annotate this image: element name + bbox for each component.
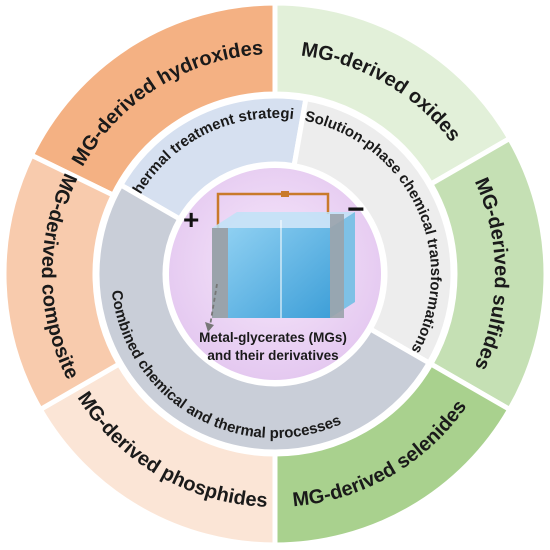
plus-sign: + <box>183 204 199 235</box>
battery-left-electrode <box>212 228 228 318</box>
battery-wire <box>216 192 330 228</box>
battery-top-face <box>212 212 355 228</box>
center-label-line2: and their derivatives <box>207 348 338 363</box>
minus-sign: − <box>347 193 365 226</box>
battery-illustration <box>205 191 355 332</box>
center-label-line1: Metal-glycerates (MGs) <box>199 330 347 345</box>
electron-flow-arrowhead <box>205 322 214 332</box>
electron-flow-arrow <box>209 283 218 327</box>
battery-right-electrode <box>330 214 344 318</box>
battery-wire-resistor <box>281 191 289 197</box>
battery-body <box>226 228 330 318</box>
